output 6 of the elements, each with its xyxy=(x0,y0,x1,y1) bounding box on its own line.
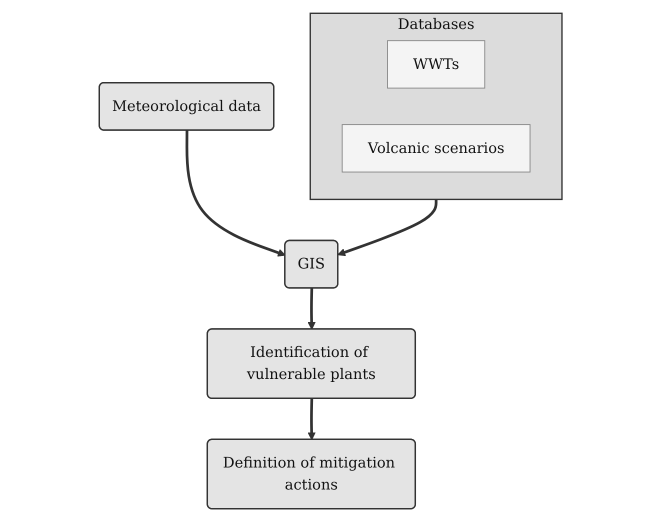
node-box: Volcanic scenarios xyxy=(342,124,531,172)
arrow xyxy=(338,199,438,256)
node-box: WWTs xyxy=(387,40,486,89)
arrow xyxy=(308,398,316,440)
arrow xyxy=(186,130,286,257)
arrow xyxy=(308,288,316,330)
